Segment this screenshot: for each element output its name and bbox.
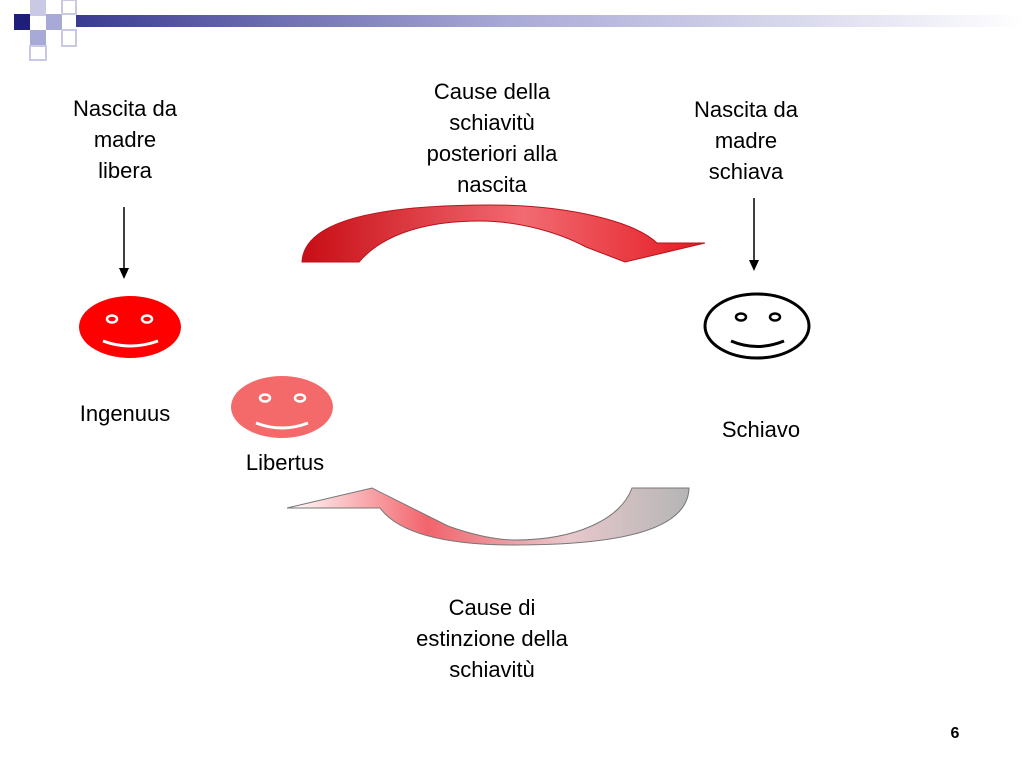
label-line: Nascita da [694, 97, 798, 122]
label-line: schiava [708, 159, 784, 184]
label-birth-slave: Nascita da madre schiava [666, 94, 826, 187]
label-line: nascita [457, 172, 527, 197]
label-schiavo: Schiavo [721, 417, 801, 442]
label-line: Cause di [448, 595, 536, 620]
header-square [61, 29, 77, 47]
header-square [46, 14, 62, 30]
label-line: schiavitù [449, 657, 535, 682]
label-line: Nascita da [73, 96, 177, 121]
label-causes-extinction: Cause di estinzione della schiavitù [390, 592, 594, 685]
header-square [30, 0, 46, 16]
libertus-smiley-icon [231, 376, 333, 438]
label-line: schiavitù [449, 110, 535, 135]
ingenuus-smiley-icon [79, 296, 181, 358]
label-causes-slavery: Cause della schiavitù posteriori alla na… [400, 76, 584, 200]
header-decoration [14, 0, 1024, 61]
arrow-down-left [119, 207, 129, 279]
label-line: madre [714, 128, 778, 153]
schiavo-smiley-icon [703, 292, 811, 360]
header-square [14, 14, 30, 30]
header-square [30, 30, 46, 46]
curved-arrow-to-freedom [286, 487, 690, 546]
header-square [61, 0, 77, 15]
label-line: libera [98, 158, 152, 183]
header-square [29, 45, 47, 61]
label-line: madre [93, 127, 157, 152]
label-line: estinzione della [416, 626, 568, 651]
label-line: Cause della [433, 79, 551, 104]
label-ingenuus: Ingenuus [79, 401, 171, 426]
label-birth-free: Nascita da madre libera [45, 93, 205, 186]
curved-arrow-to-slavery [301, 204, 706, 263]
header-bar [76, 15, 1024, 27]
label-line: posteriori alla [426, 141, 558, 166]
arrow-down-right [749, 198, 759, 271]
page-number: 6 [950, 725, 960, 742]
label-libertus: Libertus [245, 450, 325, 475]
